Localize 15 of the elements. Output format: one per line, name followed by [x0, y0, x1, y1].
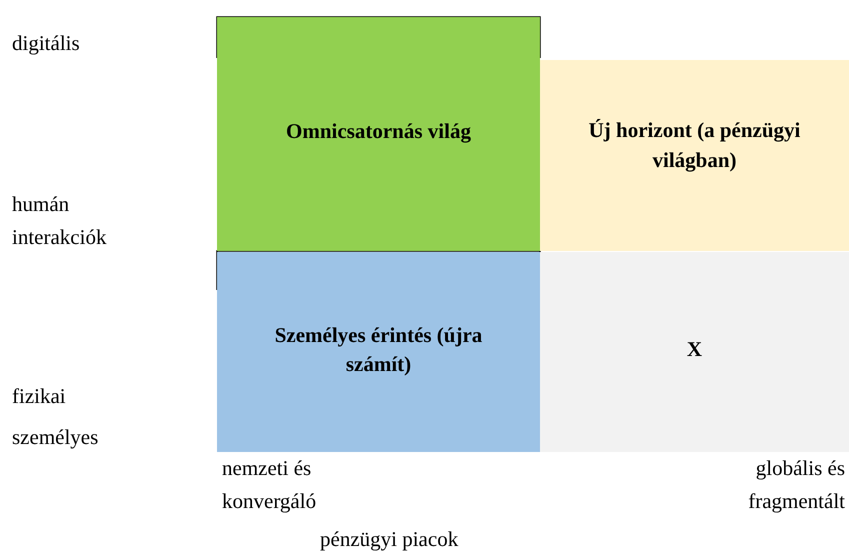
axis-label: humán interakciók: [12, 192, 106, 249]
quadrant-title: Személyes érintés (újra számít): [274, 322, 484, 378]
axis-label: digitális: [12, 31, 80, 55]
axis-label: nemzeti és konvergáló: [222, 456, 316, 513]
axis-label: személyes: [12, 425, 98, 449]
axis-label: pénzügyi piacok: [320, 527, 458, 551]
quadrant-title: Omnicsatornás világ: [286, 118, 471, 146]
quadrant-box: [540, 252, 849, 452]
quadrant-title: Új horizont (a pénzügyi világban): [588, 117, 802, 174]
axis-label: fizikai: [12, 384, 66, 408]
axis-label: globális és fragmentált: [748, 456, 845, 513]
quadrant-box: [540, 60, 849, 251]
quadrant-box: [217, 17, 540, 251]
quadrant-box: [217, 252, 540, 452]
quadrant-title: X: [686, 336, 702, 364]
